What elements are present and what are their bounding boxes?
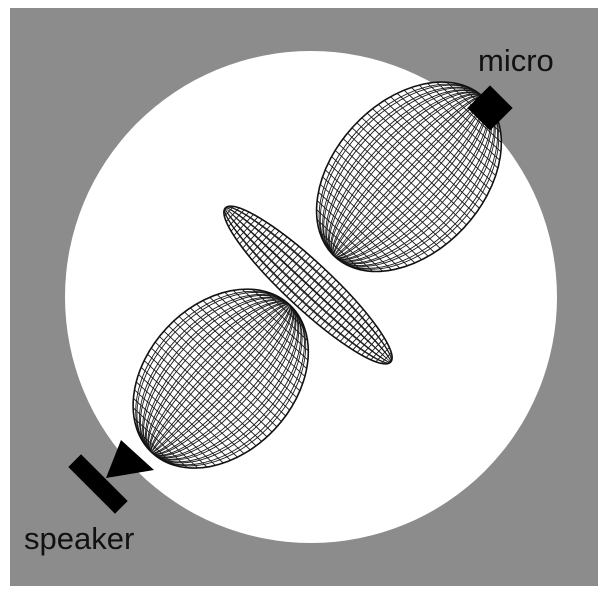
speaker-icon (68, 440, 154, 514)
radiation-pattern (100, 45, 539, 501)
lobe-upper (279, 45, 539, 308)
micro-label: micro (478, 43, 554, 78)
speaker-label: speaker (24, 521, 134, 556)
lobe-lower (100, 254, 344, 501)
